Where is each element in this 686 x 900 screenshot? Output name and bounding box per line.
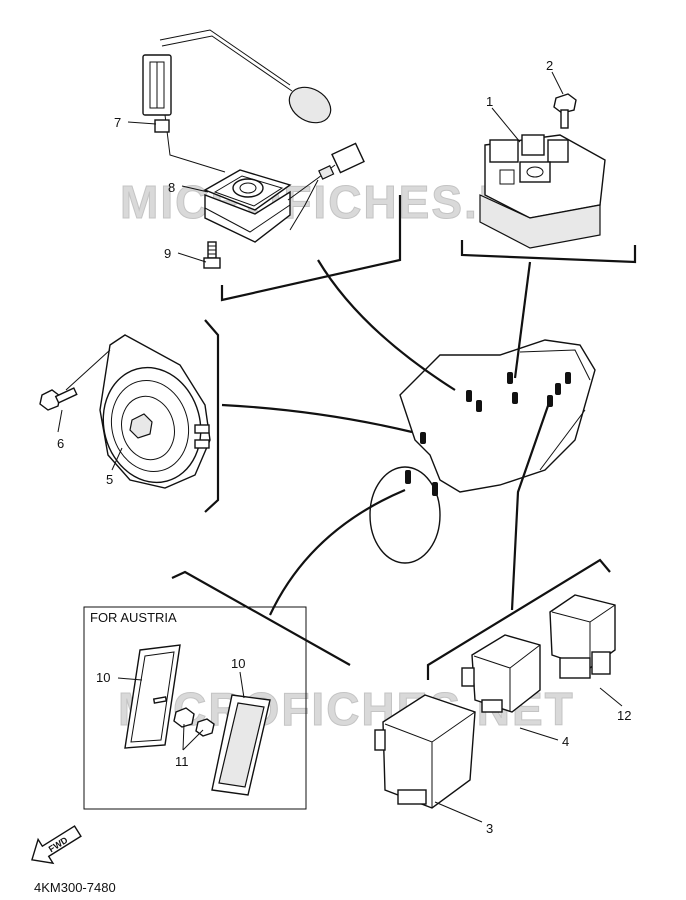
relay-part-4 [461, 634, 541, 713]
reflector-right [211, 694, 271, 796]
relay-part-3 [374, 694, 476, 809]
callout-6: 6 [57, 436, 64, 451]
callout-5: 5 [106, 472, 113, 487]
starter-relay-bracket-line [460, 240, 637, 264]
motorcycle-outline [369, 339, 596, 564]
callout-3: 3 [486, 821, 493, 836]
for-austria-box [83, 606, 307, 810]
callout-12: 12 [617, 708, 631, 723]
relay-part-12 [549, 594, 616, 679]
callout-10-right: 10 [231, 656, 245, 671]
callout-10-left: 10 [96, 670, 110, 685]
horn-bracket-line [204, 319, 220, 513]
leader-horn [221, 403, 413, 434]
fuel-sender-bracket-line [220, 195, 402, 302]
callout-11: 11 [175, 754, 189, 769]
callout-leaders [57, 71, 623, 823]
leader-fuel-sender [317, 259, 456, 391]
callout-1: 1 [486, 94, 493, 109]
reflector-left [124, 644, 181, 749]
austria-bracket-line [171, 570, 351, 666]
leader-starter-relay [513, 261, 532, 379]
fwd-arrow: FWD [31, 825, 82, 865]
reflector-nuts [173, 707, 215, 737]
callout-4: 4 [562, 734, 569, 749]
diagram-code: 4KM300-7480 [34, 880, 116, 895]
starter-relay [479, 93, 606, 249]
callout-2: 2 [546, 58, 553, 73]
callout-8: 8 [168, 180, 175, 195]
callout-9: 9 [164, 246, 171, 261]
leader-relays [510, 399, 552, 611]
relays-bracket-line [426, 558, 611, 680]
horn [39, 334, 211, 489]
for-austria-label: FOR AUSTRIA [90, 610, 177, 625]
callout-7: 7 [114, 115, 121, 130]
fuel-sender-unit [142, 29, 365, 269]
leader-reflectors [269, 488, 406, 616]
